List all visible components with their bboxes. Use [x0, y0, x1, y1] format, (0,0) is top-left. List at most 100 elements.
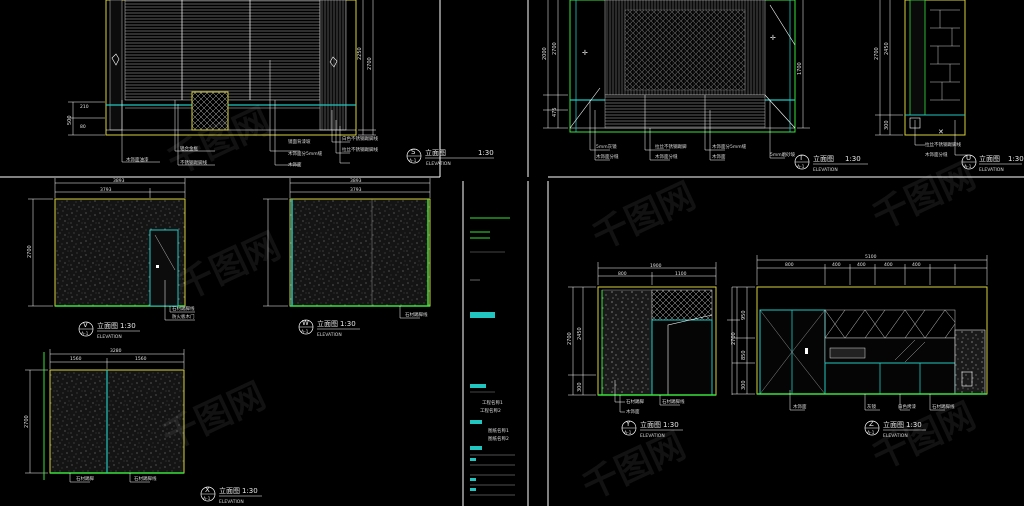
- note: 木饰面分缝: [596, 153, 619, 160]
- dim-top: 400: [832, 262, 841, 268]
- elevation-view-v: 3893 3793 2700 防火板木门 石材踢脚线 V A-1 立面图 1:3…: [27, 178, 195, 340]
- dim-v: 2700: [874, 47, 880, 60]
- dim-top: 400: [857, 262, 866, 268]
- note: 石材踢脚: [626, 398, 644, 405]
- dim-top: 3793: [350, 187, 362, 193]
- dim-top: 400: [912, 262, 921, 268]
- view-subtitle: ELEVATION: [979, 167, 1004, 173]
- view-symbol-sub: A-1: [797, 164, 805, 170]
- dim-h: 210: [80, 104, 89, 110]
- note: 拉丝不锈钢踢脚线: [925, 141, 961, 148]
- note: 5mm灰镜: [596, 143, 617, 150]
- dim-v: 2700: [567, 332, 573, 345]
- view-scale: 1:30: [663, 421, 679, 429]
- dim-top: 3893: [350, 178, 362, 184]
- watermark: 千图网: [576, 425, 691, 506]
- view-title: 立面图: [97, 321, 118, 330]
- view-symbol: S: [411, 148, 416, 156]
- dim-top: 1900: [650, 263, 662, 269]
- note: 灰镜: [867, 403, 876, 410]
- dim-v: 300: [577, 382, 583, 392]
- dim-top: 800: [618, 271, 627, 277]
- dim-top: 800: [785, 262, 794, 268]
- view-subtitle: ELEVATION: [883, 433, 908, 439]
- dim-v: 300: [741, 380, 747, 390]
- note: 拉丝不锈钢踢脚线: [342, 146, 378, 153]
- dim-v: 2000: [542, 47, 548, 60]
- note: 木饰面分5mm缝: [712, 143, 747, 150]
- dim-v: 850: [741, 350, 747, 360]
- title-block: 工程名称1 工程名称2 图纸名称1 图纸名称2: [470, 217, 515, 496]
- watermark: 千图网: [866, 395, 981, 478]
- view-symbol: T: [798, 154, 804, 162]
- view-symbol-sub: A-1: [409, 158, 417, 164]
- view-scale: 1:30: [340, 320, 356, 328]
- view-title: 立面图: [979, 154, 1000, 163]
- view-subtitle: ELEVATION: [813, 167, 838, 173]
- note: 拉丝不锈钢踢脚: [655, 143, 687, 150]
- dim-v: 2250: [357, 47, 363, 60]
- view-symbol: W: [302, 319, 309, 327]
- dim-v: 2700: [731, 332, 737, 345]
- view-symbol-sub: A-1: [867, 430, 875, 436]
- note: 石材踢脚线: [134, 475, 157, 482]
- project-name-2: 工程名称2: [480, 407, 501, 414]
- view-symbol-sub: A-1: [81, 331, 89, 337]
- watermark: 千图网: [866, 155, 981, 238]
- dim-top: 3793: [100, 187, 112, 193]
- dim-v: 2450: [577, 327, 583, 340]
- view-subtitle: ELEVATION: [426, 161, 451, 167]
- view-subtitle: ELEVATION: [640, 433, 665, 439]
- note: 不锈钢踢脚线: [180, 159, 207, 166]
- view-title: 立面图: [640, 420, 661, 429]
- dim-v: 2700: [552, 42, 558, 55]
- view-subtitle: ELEVATION: [219, 499, 244, 505]
- note: 石材踢脚线: [172, 305, 195, 312]
- plus-mark: ✛: [582, 49, 588, 57]
- dim-top: 1560: [70, 356, 82, 362]
- plus-mark: ✛: [770, 34, 776, 42]
- note: 白色烤漆: [898, 403, 916, 410]
- note: 木饰面: [288, 161, 302, 168]
- note: 木饰面分缝: [655, 153, 678, 160]
- view-symbol: X: [205, 486, 210, 494]
- dim-top: 3893: [113, 178, 125, 184]
- x-mark: ✕: [938, 128, 944, 136]
- view-title: 立面图: [425, 148, 446, 157]
- note: 铝合金框: [180, 145, 198, 152]
- view-symbol: U: [966, 154, 971, 162]
- elevation-view-s: 2700 2250 500 210 80 木饰面油漆 铝合金框 不锈钢踢脚线 镜…: [67, 0, 494, 168]
- project-name-1: 工程名称1: [482, 399, 503, 406]
- elevation-view-u: ✕ 2700 2450 300 拉丝不锈钢踢脚线 木饰面分缝 U A-1 立面图…: [874, 0, 1024, 173]
- dim-top: 400: [884, 262, 893, 268]
- elevation-view-x: 3280 1560 1560 2700 石材踢脚 石材踢脚线 X A-1 立面图…: [24, 348, 262, 505]
- dim-v: 500: [67, 115, 73, 125]
- view-scale: 1:30: [478, 149, 494, 157]
- dim-v: 950: [741, 310, 747, 320]
- view-symbol-sub: A-1: [964, 164, 972, 170]
- elevation-view-t: ✛ ✛ 2000 2700 1700 475 5mm灰镜 木饰面分缝 拉丝不锈钢…: [542, 0, 868, 173]
- note: 木饰面: [793, 403, 807, 410]
- dim-v: 475: [552, 107, 558, 117]
- view-title: 立面图: [813, 154, 834, 163]
- elevation-view-y: 1900 800 1100 2700 2450 300 石材踢脚 木饰面 石材踢…: [567, 262, 740, 439]
- dim-v: 300: [884, 120, 890, 130]
- view-symbol: V: [83, 321, 88, 329]
- view-scale: 1:30: [120, 322, 136, 330]
- note: 石材踢脚: [76, 475, 94, 482]
- view-subtitle: ELEVATION: [317, 332, 342, 338]
- view-scale: 1:30: [1008, 155, 1024, 163]
- elevation-view-w: 3893 3793 石材踢脚线 W A-1 立面图 1:30 ELEVATION: [263, 178, 431, 338]
- dim-top: 1560: [135, 356, 147, 362]
- drawing-name-1: 图纸名称1: [488, 427, 509, 434]
- note: 镜面背漆玻: [288, 138, 311, 145]
- note: 木饰面: [626, 408, 640, 415]
- view-title: 立面图: [317, 319, 338, 328]
- note: 木饰面: [712, 153, 726, 160]
- note: 石材踢脚线: [405, 311, 428, 318]
- view-symbol-sub: A-1: [624, 430, 632, 436]
- view-title: 立面图: [883, 420, 904, 429]
- dim-top: 5100: [865, 254, 877, 260]
- watermark: 千图网: [586, 175, 701, 258]
